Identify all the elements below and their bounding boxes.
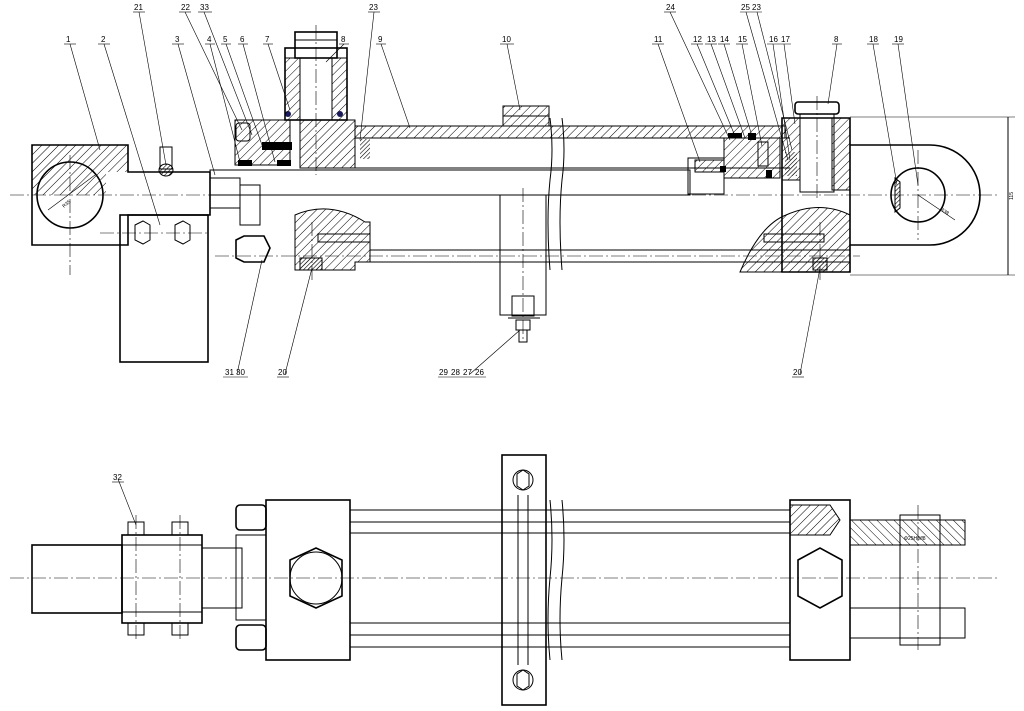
callout-29: 29	[439, 368, 448, 377]
callout-15: 15	[738, 35, 747, 44]
pin-eye-radius-label: R38	[939, 207, 950, 217]
callout-17: 17	[781, 35, 790, 44]
callout-labels: 1 2 21 3 22 33 4 5 6 7 8 23 9 10 11 24 1…	[66, 3, 903, 482]
plan-trunnion-bracket	[501, 454, 547, 706]
callout-10: 10	[502, 35, 511, 44]
callout-30: 30	[236, 368, 245, 377]
break-lines	[547, 117, 565, 271]
callout-23-left: 23	[369, 3, 378, 12]
callout-11: 11	[654, 35, 663, 44]
callout-4: 4	[207, 35, 212, 44]
callout-2: 2	[101, 35, 106, 44]
callout-leaders	[64, 11, 919, 526]
callout-21: 21	[134, 3, 143, 12]
callout-14: 14	[720, 35, 729, 44]
plan-rod-end-block	[31, 544, 123, 614]
rear-head	[739, 117, 851, 280]
callout-23-right: 23	[752, 3, 761, 12]
port-fitting-left	[284, 25, 348, 175]
front-head	[234, 111, 356, 169]
trunnion-mount	[499, 105, 550, 343]
callout-8-left: 8	[341, 35, 346, 44]
callout-24: 24	[666, 3, 675, 12]
callout-31: 31	[225, 368, 234, 377]
callout-20-left: 20	[278, 368, 287, 377]
rear-clevis-eye: R38 115	[850, 116, 1015, 276]
plan-rear-head	[789, 499, 851, 661]
callout-6: 6	[240, 35, 245, 44]
callout-7: 7	[265, 35, 270, 44]
plan-view: Φ25H8/f8	[10, 454, 1000, 706]
callout-27: 27	[463, 368, 472, 377]
callout-32: 32	[113, 473, 122, 482]
callout-13: 13	[707, 35, 716, 44]
rod-end-block: R35	[31, 144, 211, 275]
port-fitting-right	[794, 96, 840, 200]
callout-3: 3	[175, 35, 180, 44]
mounting-plate	[100, 214, 210, 363]
callout-25: 25	[741, 3, 750, 12]
rod-eye-radius-label: R35	[61, 199, 72, 210]
pin-fit-label: Φ25H8/f8	[904, 536, 926, 542]
callout-33: 33	[200, 3, 209, 12]
callout-18: 18	[869, 35, 878, 44]
callout-22: 22	[181, 3, 190, 12]
piston-assembly	[687, 133, 781, 195]
callout-9: 9	[378, 35, 383, 44]
callout-26: 26	[475, 368, 484, 377]
section-view: R35	[10, 25, 1015, 363]
callout-5: 5	[223, 35, 228, 44]
overall-height-label: 115	[1009, 192, 1015, 200]
plan-front-head	[265, 499, 351, 661]
callout-1: 1	[66, 35, 71, 44]
callout-16: 16	[769, 35, 778, 44]
piston-rod	[209, 169, 691, 226]
callout-12: 12	[693, 35, 702, 44]
callout-19: 19	[894, 35, 903, 44]
callout-8-right: 8	[834, 35, 839, 44]
callout-20-right: 20	[793, 368, 802, 377]
callout-28: 28	[451, 368, 460, 377]
